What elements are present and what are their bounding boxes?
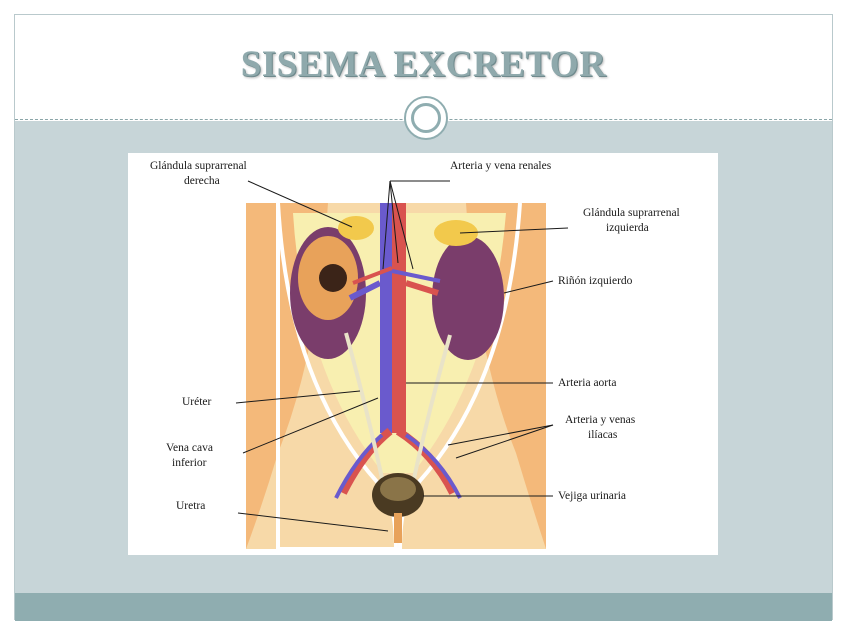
label-urethra: Uretra (176, 500, 205, 512)
right-renal-artery (352, 266, 393, 285)
right-renal-vein (348, 280, 382, 301)
vena-cava (380, 203, 392, 433)
label-gland-right-line2: derecha (184, 175, 220, 187)
bladder-interior (380, 477, 416, 501)
slide-title: SISEMA EXCRETOR (240, 44, 607, 85)
label-gland-right-line1: Glándula suprarrenal (150, 160, 247, 172)
title-ornament-ring (411, 103, 441, 133)
left-iliac-vein (404, 433, 462, 499)
left-ureter (411, 334, 452, 484)
right-ureter (344, 332, 385, 484)
left-kidney (432, 236, 504, 360)
slide-frame: SISEMA EXCRETOR (14, 14, 833, 621)
leader-lines (235, 180, 569, 532)
label-ureter: Uréter (182, 396, 212, 408)
excretory-system-figure: Glándula suprarrenal derecha Arteria y v… (128, 153, 718, 555)
urethra (394, 513, 402, 543)
label-gland-left-line1: Glándula suprarrenal (583, 207, 680, 219)
label-aorta: Arteria aorta (558, 377, 616, 389)
label-gland-left-line2: izquierda (606, 222, 649, 234)
excretory-diagram: Glándula suprarrenal derecha Arteria y v… (150, 160, 680, 551)
left-renal-artery (405, 280, 439, 296)
label-left-kidney: Riñón izquierdo (558, 275, 633, 287)
right-iliac-artery (339, 427, 393, 495)
label-vena-cava-line2: inferior (172, 457, 207, 469)
footer-bar (15, 593, 832, 621)
left-iliac-artery (395, 427, 457, 495)
aorta (392, 203, 406, 433)
renal-pelvis (319, 264, 347, 292)
label-iliac-line1: Arteria y venas (565, 414, 636, 426)
left-adrenal-gland (434, 220, 478, 246)
label-bladder: Vejiga urinaria (558, 490, 626, 502)
left-renal-vein (391, 269, 441, 283)
label-renal-vessels: Arteria y vena renales (450, 160, 552, 172)
right-adrenal-gland (338, 216, 374, 240)
label-vena-cava-line1: Vena cava (166, 442, 213, 454)
right-iliac-vein (334, 433, 384, 499)
title-ornament (404, 96, 448, 140)
label-iliac-line2: ilíacas (588, 429, 618, 441)
content-area: Glándula suprarrenal derecha Arteria y v… (15, 121, 832, 593)
